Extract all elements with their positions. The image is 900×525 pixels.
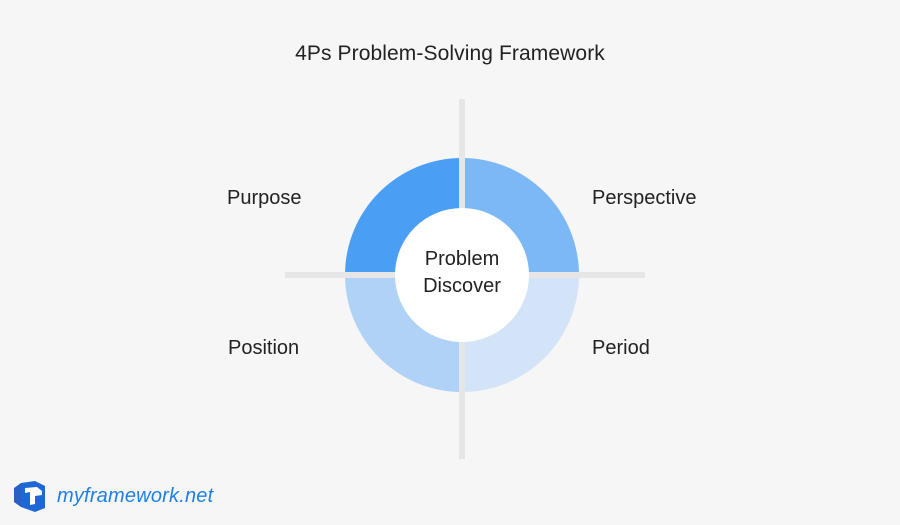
center-label: Problem Discover bbox=[395, 246, 529, 300]
center-label-line2: Discover bbox=[423, 275, 501, 297]
brand-logo: myframework.net bbox=[13, 480, 213, 512]
quadrant-label-purpose: Purpose bbox=[227, 187, 302, 209]
quadrant-label-perspective: Perspective bbox=[592, 187, 697, 209]
page-title: 4Ps Problem-Solving Framework bbox=[295, 42, 605, 65]
myframework-logo-icon bbox=[14, 481, 45, 512]
brand-name: myframework.net bbox=[57, 484, 214, 507]
quadrant-label-position: Position bbox=[228, 337, 300, 359]
quadrant-label-period: Period bbox=[592, 337, 650, 359]
center-label-line1: Problem bbox=[424, 248, 500, 270]
center-circle bbox=[395, 208, 529, 342]
